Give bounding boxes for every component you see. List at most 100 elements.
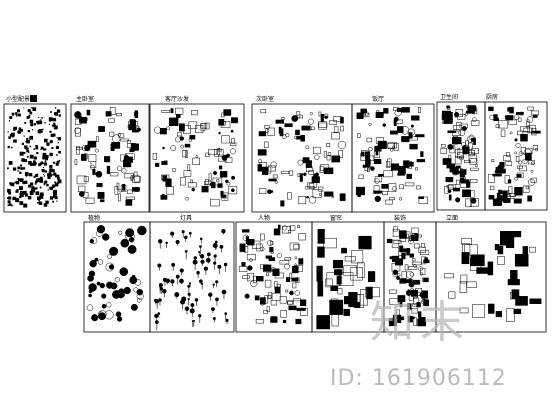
furniture-glyph bbox=[418, 107, 421, 114]
furniture-glyph bbox=[453, 135, 458, 145]
furniture-glyph bbox=[273, 228, 281, 236]
furniture-glyph bbox=[108, 118, 115, 123]
tree-glyph bbox=[102, 233, 110, 241]
lamp-head bbox=[206, 252, 211, 257]
lamp-head bbox=[212, 283, 215, 286]
block-glyph bbox=[16, 189, 19, 192]
furniture-glyph bbox=[468, 134, 475, 141]
furniture-glyph bbox=[78, 185, 86, 192]
furniture-glyph bbox=[166, 126, 170, 131]
block-glyph bbox=[47, 173, 50, 177]
elevation-glyph bbox=[511, 289, 520, 300]
furniture-glyph bbox=[266, 272, 269, 277]
furniture-glyph bbox=[247, 265, 253, 271]
block-glyph bbox=[41, 128, 44, 131]
tree-glyph bbox=[88, 283, 97, 292]
furniture-glyph bbox=[311, 176, 320, 184]
block-glyph bbox=[24, 180, 28, 184]
tree-glyph bbox=[118, 288, 125, 296]
furniture-glyph bbox=[465, 198, 472, 208]
furniture-glyph bbox=[333, 126, 339, 133]
elevation-glyph bbox=[343, 265, 358, 276]
furniture-glyph bbox=[95, 170, 103, 178]
furniture-glyph bbox=[361, 151, 365, 157]
furniture-glyph bbox=[414, 243, 420, 249]
furniture-glyph bbox=[132, 187, 140, 192]
lamp-head bbox=[203, 266, 209, 271]
elevation-glyph bbox=[529, 246, 536, 253]
tree-glyph bbox=[91, 314, 99, 322]
elevation-glyph bbox=[337, 288, 343, 295]
lamp-head bbox=[174, 292, 180, 298]
furniture-glyph bbox=[408, 132, 413, 139]
furniture-glyph bbox=[381, 184, 389, 189]
lamp-head bbox=[192, 259, 198, 265]
furniture-glyph bbox=[404, 182, 415, 187]
block-glyph bbox=[52, 170, 55, 173]
elevation-glyph bbox=[460, 274, 468, 284]
furniture-glyph bbox=[526, 116, 534, 123]
furniture-glyph bbox=[118, 193, 121, 202]
furniture-glyph bbox=[450, 117, 453, 123]
furniture-glyph bbox=[88, 154, 97, 162]
label-layer: 小型配景 主卧室 客厅沙发 次卧室 饭厅 卫生间 厨房 植物 灯具 人物 窗帘 … bbox=[6, 93, 498, 222]
furniture-glyph bbox=[396, 276, 400, 280]
tree-glyph bbox=[136, 297, 142, 303]
tree-glyph bbox=[101, 303, 107, 309]
furniture-glyph bbox=[214, 149, 224, 157]
furniture-glyph bbox=[85, 197, 95, 204]
furniture-glyph bbox=[528, 178, 535, 186]
block-glyph bbox=[51, 146, 54, 150]
block-glyph bbox=[20, 128, 23, 132]
block-glyph bbox=[52, 184, 56, 188]
furniture-glyph bbox=[318, 111, 322, 117]
furniture-glyph bbox=[258, 159, 263, 164]
block-glyph bbox=[49, 173, 52, 177]
furniture-glyph bbox=[134, 175, 141, 183]
furniture-glyph bbox=[165, 178, 172, 187]
furniture-glyph bbox=[518, 117, 522, 122]
furniture-glyph bbox=[391, 239, 400, 248]
furniture-glyph bbox=[400, 126, 410, 135]
furniture-glyph bbox=[208, 149, 218, 155]
furniture-glyph bbox=[502, 190, 508, 198]
furniture-glyph bbox=[256, 243, 263, 252]
furniture-glyph bbox=[295, 318, 302, 325]
furniture-glyph bbox=[532, 145, 538, 150]
block-glyph bbox=[37, 120, 42, 125]
furniture-glyph bbox=[190, 179, 193, 184]
lamp-head bbox=[198, 314, 202, 318]
lamp-head bbox=[184, 249, 188, 253]
furniture-glyph bbox=[130, 175, 135, 180]
lamp-head bbox=[181, 296, 187, 302]
block-glyph bbox=[8, 136, 11, 139]
furniture-glyph bbox=[472, 117, 477, 122]
furniture-glyph bbox=[396, 316, 405, 321]
lamp-head bbox=[162, 277, 167, 282]
furniture-glyph bbox=[121, 168, 127, 174]
elevation-glyph bbox=[348, 292, 358, 308]
elevation-glyph bbox=[323, 237, 337, 249]
furniture-glyph bbox=[488, 195, 495, 200]
furniture-glyph bbox=[179, 177, 186, 186]
furniture-glyph bbox=[406, 173, 412, 179]
lamp-head bbox=[154, 313, 159, 318]
furniture-glyph bbox=[208, 173, 212, 181]
lamp-head bbox=[188, 231, 192, 235]
block-glyph bbox=[13, 128, 16, 131]
furniture-glyph bbox=[176, 132, 182, 137]
furniture-glyph bbox=[397, 165, 406, 175]
block-glyph bbox=[12, 196, 16, 201]
furniture-glyph bbox=[120, 138, 129, 142]
furniture-glyph bbox=[314, 154, 320, 160]
furniture-glyph bbox=[274, 180, 279, 184]
furniture-glyph bbox=[388, 317, 398, 327]
furniture-glyph bbox=[525, 185, 529, 190]
block-glyph bbox=[20, 164, 23, 167]
furniture-glyph bbox=[216, 179, 220, 183]
furniture-glyph bbox=[407, 303, 412, 310]
furniture-glyph bbox=[468, 142, 473, 150]
furniture-glyph bbox=[399, 230, 407, 239]
block-glyph bbox=[43, 203, 48, 207]
panel-living-sofa bbox=[149, 103, 245, 213]
